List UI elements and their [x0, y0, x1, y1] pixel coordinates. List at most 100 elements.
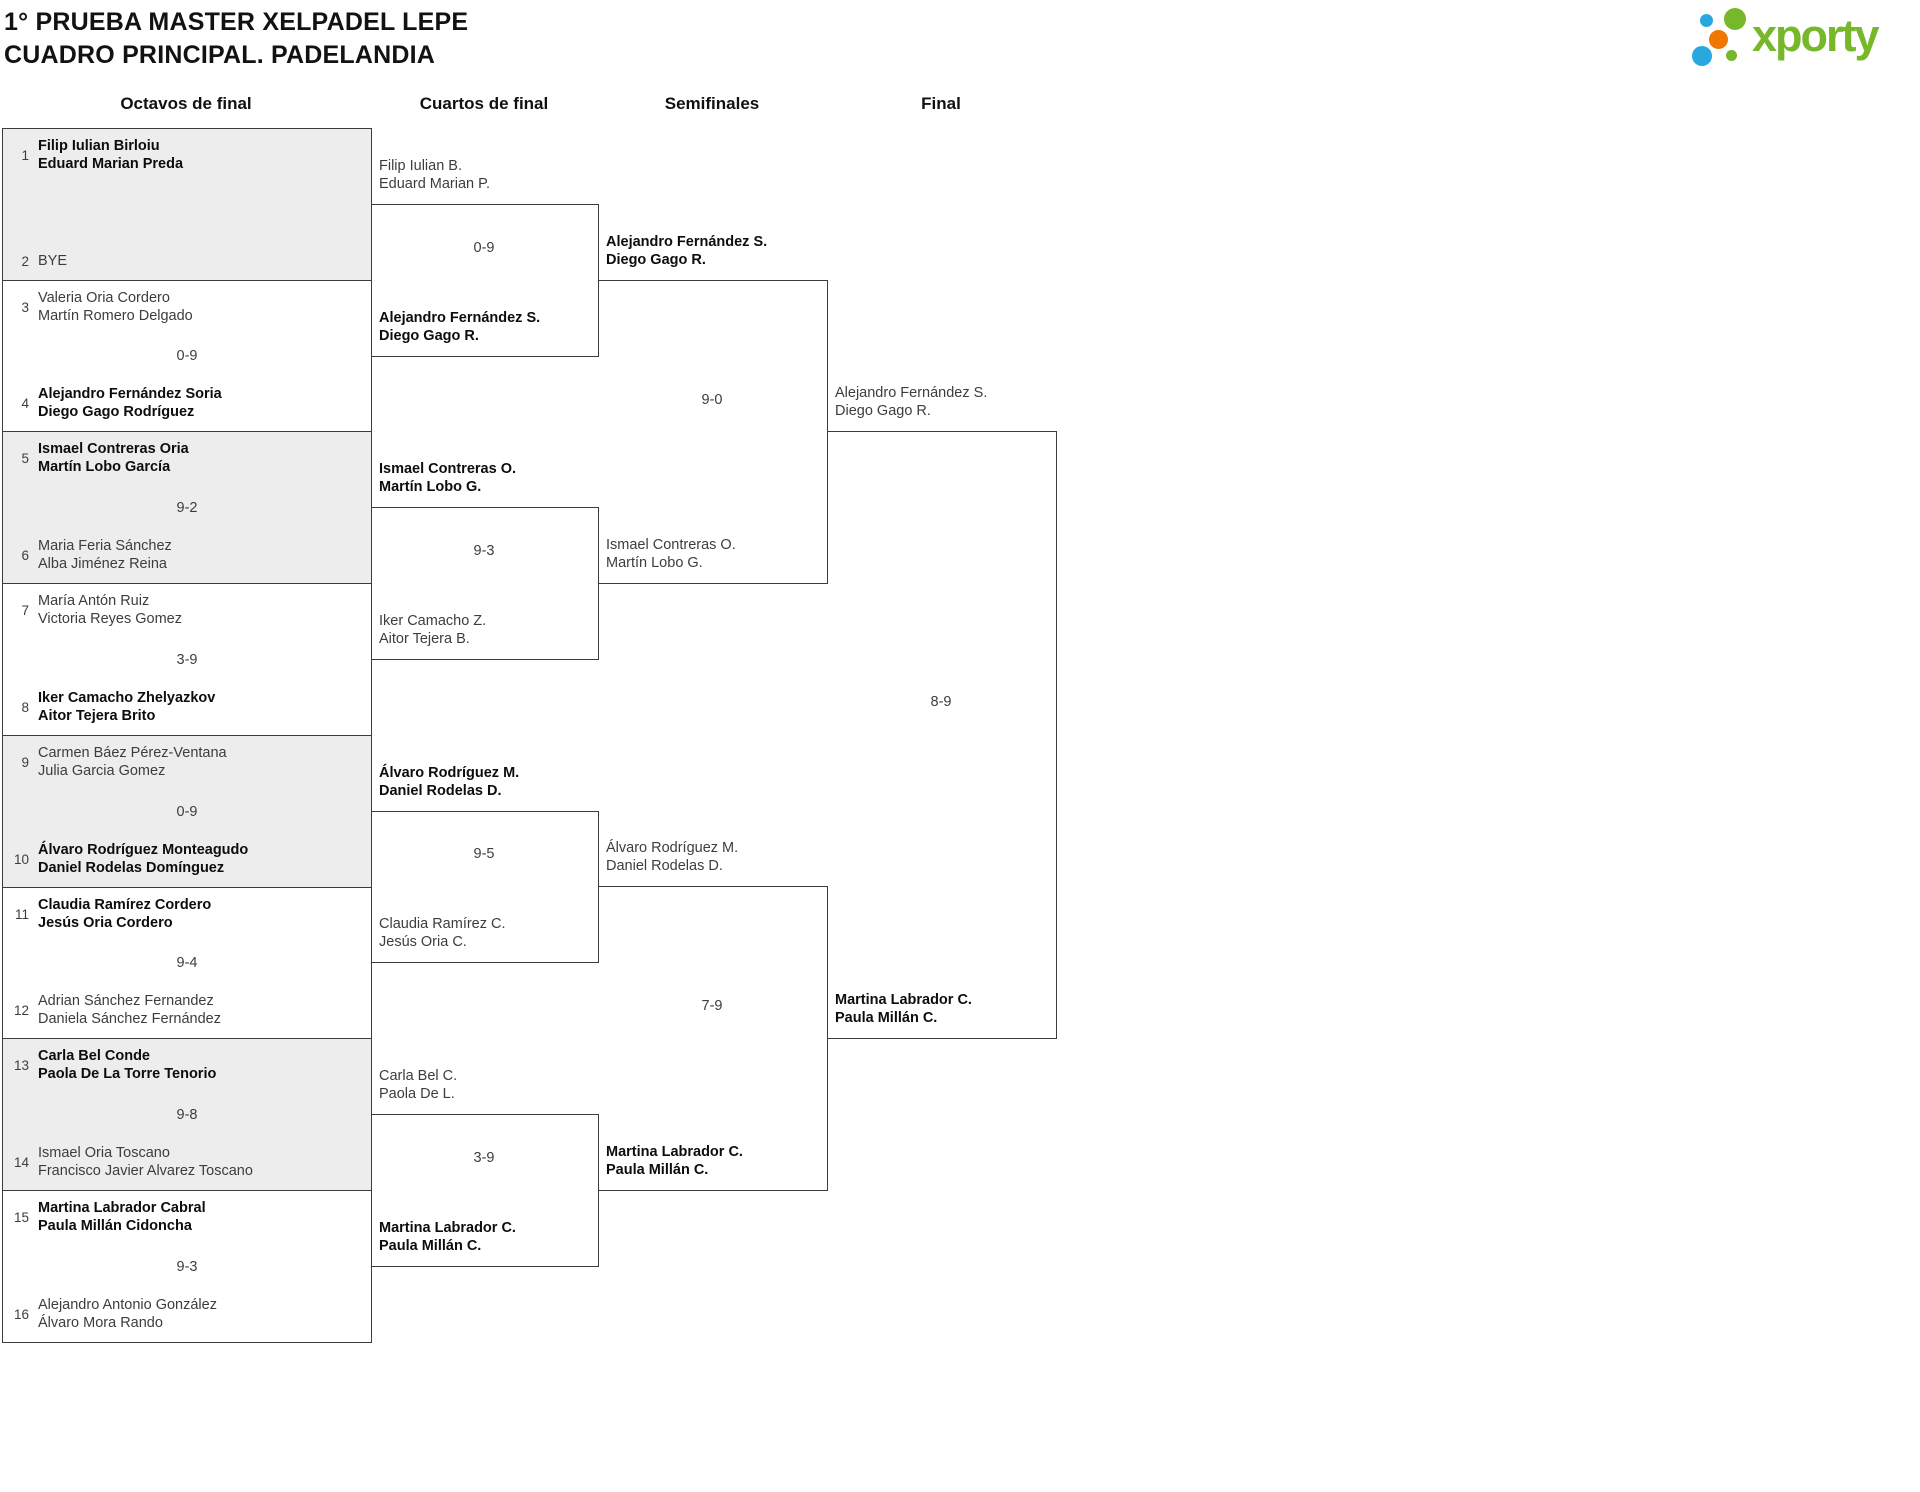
- seed-number: 10: [13, 851, 29, 867]
- match-score: 9-8: [176, 1106, 198, 1123]
- round-header-cuartos: Cuartos de final: [419, 94, 549, 113]
- team-name: Francisco Javier Alvarez Toscano: [38, 1163, 253, 1179]
- seed-number: 5: [21, 450, 29, 466]
- team-name: BYE: [38, 253, 68, 269]
- match-score: 3-9: [473, 1150, 495, 1166]
- xporty-logo[interactable]: xporty: [1690, 0, 1920, 80]
- logo-dot-icon: [1709, 30, 1728, 49]
- advancing-team: Alejandro Fernández S.Diego Gago R.: [835, 385, 988, 419]
- team-name: Adrian Sánchez Fernandez: [38, 993, 214, 1009]
- team-name: Maria Feria Sánchez: [38, 538, 172, 554]
- advancing-team: Martina Labrador C.Paula Millán C.: [379, 1220, 516, 1254]
- team-name: Eduard Marian Preda: [38, 156, 184, 172]
- match-score: 9-2: [176, 499, 198, 516]
- seed-number: 16: [13, 1306, 29, 1322]
- team-name: Julia Garcia Gomez: [38, 763, 166, 779]
- round-header-octavos: Octavos de final: [120, 94, 252, 113]
- advancing-team: Iker Camacho Z.Aitor Tejera B.: [379, 613, 487, 647]
- team-name: Alejandro Fernández Soria: [38, 386, 222, 402]
- seed-number: 2: [21, 253, 29, 269]
- team-name: Carmen Báez Pérez-Ventana: [38, 745, 227, 761]
- advancing-team: Ismael Contreras O.Martín Lobo G.: [606, 537, 736, 571]
- team-name: Martín Lobo García: [38, 459, 171, 475]
- match-score: 3-9: [176, 651, 198, 668]
- team-name: Álvaro Mora Rando: [38, 1315, 163, 1331]
- team-name: Valeria Oria Cordero: [38, 290, 170, 306]
- match-score: 7-9: [701, 998, 723, 1014]
- team-name: Paula Millán Cidoncha: [38, 1218, 192, 1234]
- logo-dot-icon: [1700, 14, 1713, 27]
- match-score: 0-9: [176, 348, 198, 364]
- match-score: 9-5: [473, 846, 495, 862]
- team-name: Claudia Ramírez Cordero: [38, 897, 212, 913]
- team-name: Martina Labrador Cabral: [38, 1200, 206, 1216]
- advancing-team: Filip Iulian B.Eduard Marian P.: [379, 158, 490, 192]
- advancing-team: Carla Bel C.Paola De L.: [379, 1068, 458, 1102]
- match-score: 9-0: [701, 392, 723, 408]
- team-name: Daniela Sánchez Fernández: [38, 1011, 221, 1027]
- tournament-name: 1° PRUEBA MASTER XELPADEL LEPE: [4, 8, 469, 36]
- advancing-team: Ismael Contreras O.Martín Lobo G.: [379, 461, 516, 495]
- page-title: 1° PRUEBA MASTER XELPADEL LEPE CUADRO PR…: [4, 6, 468, 72]
- advancing-team: Claudia Ramírez C.Jesús Oria C.: [379, 916, 506, 950]
- seed-number: 15: [13, 1209, 29, 1225]
- team-name: Filip Iulian Birloiu: [38, 138, 160, 154]
- seed-number: 9: [21, 754, 29, 770]
- advancing-team: Alejandro Fernández S.Diego Gago R.: [379, 310, 541, 344]
- match-score: 9-4: [176, 955, 198, 971]
- advancing-team: Martina Labrador C.Paula Millán C.: [606, 1144, 743, 1178]
- team-name: Alejandro Antonio González: [38, 1297, 217, 1313]
- match-score: 9-3: [473, 543, 495, 559]
- bracket-connector-semifinal-1: [598, 280, 828, 584]
- logo-dot-icon: [1726, 50, 1737, 61]
- seed-number: 14: [13, 1154, 29, 1170]
- match-score: 8-9: [930, 694, 952, 710]
- seed-number: 1: [21, 147, 29, 163]
- bracket-subtitle: CUADRO PRINCIPAL. PADELANDIA: [4, 41, 436, 69]
- team-name: Iker Camacho Zhelyazkov: [38, 690, 216, 706]
- bracket-connector-cuartos-3: [371, 811, 599, 963]
- team-name: Paola De La Torre Tenorio: [38, 1066, 217, 1082]
- team-name: Alba Jiménez Reina: [38, 556, 167, 572]
- team-name: María Antón Ruiz: [38, 593, 150, 609]
- match-score: 0-9: [176, 803, 198, 820]
- match-score: 0-9: [473, 240, 495, 256]
- logo-dot-icon: [1724, 8, 1746, 30]
- bracket-connector-final: [827, 431, 1057, 1039]
- team-name: Carla Bel Conde: [38, 1048, 150, 1064]
- seed-number: 3: [21, 299, 29, 315]
- seed-number: 7: [21, 602, 29, 618]
- seed-number: 6: [21, 547, 29, 563]
- team-name: Ismael Oria Toscano: [38, 1145, 170, 1161]
- round-header-final: Final: [921, 94, 961, 113]
- team-name: Diego Gago Rodríguez: [38, 404, 195, 420]
- advancing-team: Álvaro Rodríguez M.Daniel Rodelas D.: [379, 765, 520, 799]
- team-name: Martín Romero Delgado: [38, 308, 193, 324]
- seed-number: 4: [21, 395, 29, 411]
- team-name: Victoria Reyes Gomez: [38, 611, 182, 627]
- seed-number: 8: [21, 699, 29, 715]
- team-name: Ismael Contreras Oria: [38, 441, 189, 457]
- team-name: Daniel Rodelas Domínguez: [38, 860, 225, 876]
- logo-dot-icon: [1692, 46, 1712, 66]
- match-score: 9-3: [176, 1258, 198, 1275]
- seed-number: 11: [14, 906, 29, 922]
- seed-number: 12: [13, 1002, 29, 1018]
- team-name: Álvaro Rodríguez Monteagudo: [38, 842, 249, 858]
- xporty-wordmark: xporty: [1752, 10, 1880, 61]
- advancing-team: Alejandro Fernández S.Diego Gago R.: [606, 234, 768, 268]
- team-name: Aitor Tejera Brito: [38, 708, 156, 724]
- seed-number: 13: [13, 1057, 29, 1073]
- advancing-team: Álvaro Rodríguez M.Daniel Rodelas D.: [606, 840, 739, 874]
- advancing-team: Martina Labrador C.Paula Millán C.: [835, 992, 972, 1026]
- round-header-semifinales: Semifinales: [664, 94, 760, 113]
